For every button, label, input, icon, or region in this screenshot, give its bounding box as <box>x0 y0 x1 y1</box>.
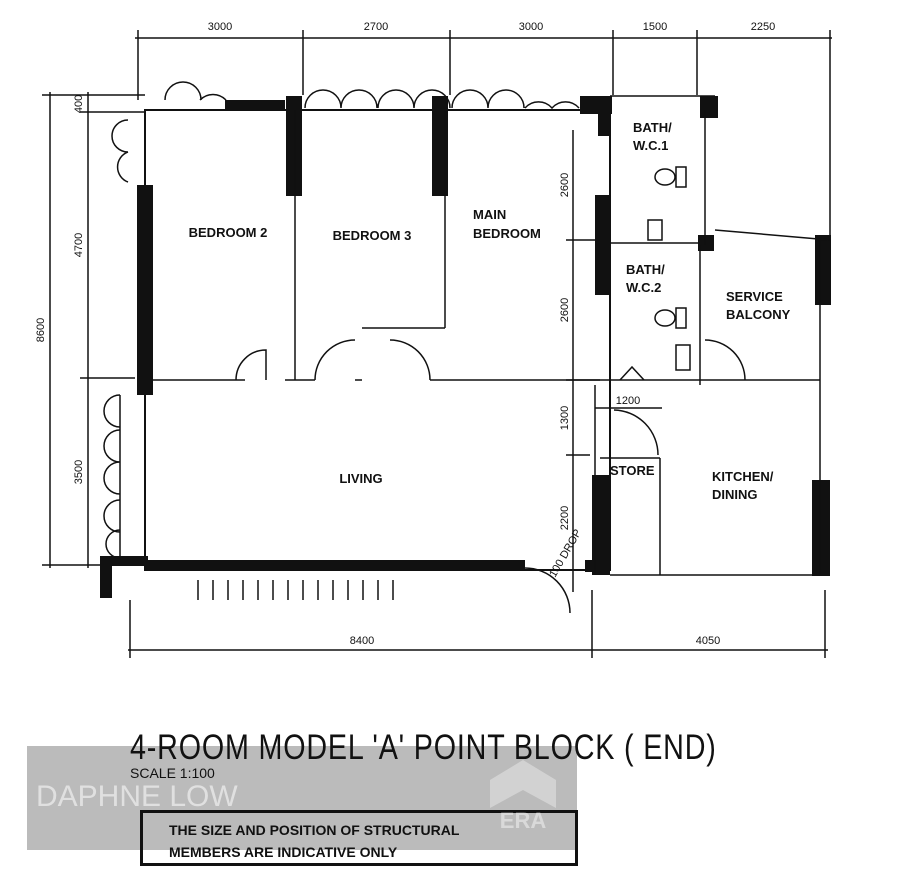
door-swings <box>103 81 746 614</box>
dim-inner-3: 1300 <box>559 406 571 430</box>
dim-store-width: 1200 <box>616 395 640 407</box>
room-main-bedroom-line2: BEDROOM <box>473 226 541 241</box>
era-logo-watermark: ERA <box>490 760 556 833</box>
dim-left-1: 400 <box>73 95 85 113</box>
sanitary-fixtures <box>619 166 691 381</box>
note-line-2: MEMBERS ARE INDICATIVE ONLY <box>169 844 398 860</box>
note-line-1: THE SIZE AND POSITION OF STRUCTURAL <box>169 822 460 838</box>
top-dimensions: 3000 2700 3000 1500 2250 <box>135 21 832 240</box>
bottom-dimensions: 8400 4050 <box>128 590 828 658</box>
dim-top-2: 2700 <box>364 21 388 33</box>
room-main-bedroom-line1: MAIN <box>473 207 506 222</box>
dim-top-4: 1500 <box>643 21 667 33</box>
room-bedroom-3: BEDROOM 3 <box>333 228 412 243</box>
dim-bottom-1: 8400 <box>350 635 374 647</box>
svg-text:ERA: ERA <box>500 808 547 833</box>
room-bedroom-2: BEDROOM 2 <box>189 225 268 240</box>
plan-scale: SCALE 1:100 <box>130 765 215 781</box>
dim-top-5: 2250 <box>751 21 775 33</box>
dim-inner-4: 2200 <box>559 506 571 530</box>
dim-inner-2: 2600 <box>559 298 571 322</box>
plan-title: 4-ROOM MODEL 'A' POINT BLOCK ( END) <box>130 728 717 767</box>
room-kitchen-line2: DINING <box>712 487 758 502</box>
dim-top-1: 3000 <box>208 21 232 33</box>
room-bath1-line2: W.C.1 <box>633 138 668 153</box>
dim-left-2: 4700 <box>73 233 85 257</box>
structural-note: THE SIZE AND POSITION OF STRUCTURAL MEMB… <box>140 810 578 866</box>
watermark-name: DAPHNE LOW <box>36 780 238 813</box>
dim-top-3: 3000 <box>519 21 543 33</box>
dim-bottom-2: 4050 <box>696 635 720 647</box>
planter-ledge <box>197 580 394 600</box>
room-service-line2: BALCONY <box>726 307 791 322</box>
room-bath2-line1: BATH/ <box>626 262 665 277</box>
drop-label: 100 DROP <box>547 527 584 579</box>
room-kitchen-line1: KITCHEN/ <box>712 469 774 484</box>
watermark-band <box>27 746 577 850</box>
room-service-line1: SERVICE <box>726 289 783 304</box>
left-dimensions: 8600 400 4700 3500 <box>35 92 145 568</box>
dim-left-3: 3500 <box>73 460 85 484</box>
room-store: STORE <box>610 463 655 478</box>
dim-inner-1: 2600 <box>559 173 571 197</box>
walls <box>100 96 831 598</box>
room-bath2-line2: W.C.2 <box>626 280 661 295</box>
dim-left-overall: 8600 <box>35 318 47 342</box>
partitions <box>119 95 831 576</box>
room-living: LIVING <box>339 471 382 486</box>
room-bath1-line1: BATH/ <box>633 120 672 135</box>
